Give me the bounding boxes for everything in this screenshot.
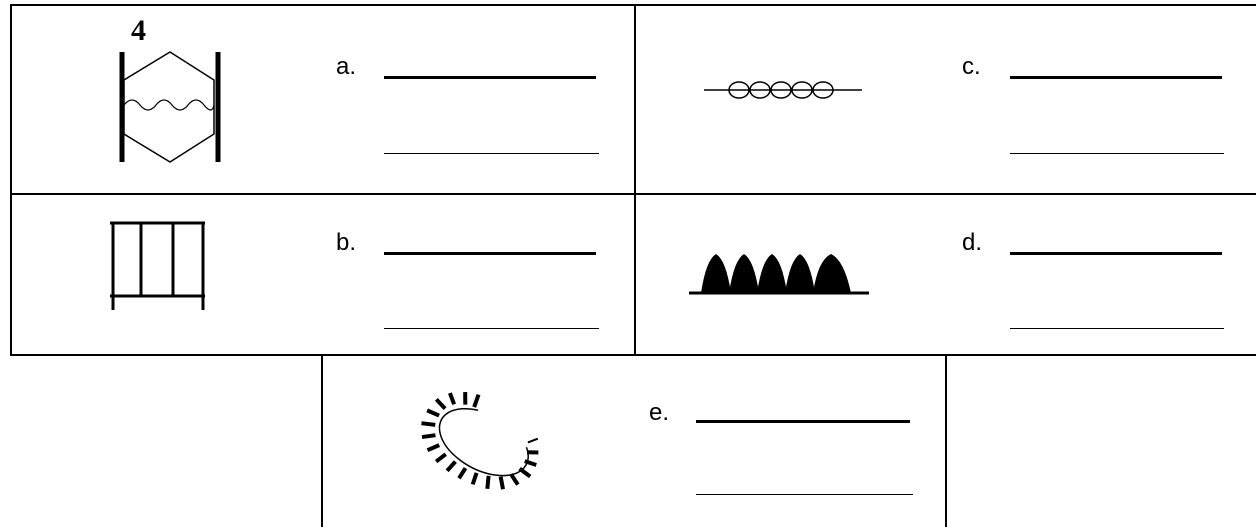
fence-posts-symbol [109, 221, 207, 313]
circles-line-symbol [704, 79, 864, 101]
triangles-line-symbol [689, 252, 871, 296]
item-a-answer-line-2[interactable] [384, 153, 599, 154]
item-d-answer-line-1[interactable] [1010, 252, 1222, 255]
hachured-depression-symbol [405, 382, 555, 504]
table-border-left [10, 4, 12, 356]
hexagon-wave-symbol [115, 48, 225, 166]
item-c-answer-line-2[interactable] [1010, 153, 1224, 154]
item-d-answer-line-2[interactable] [1010, 328, 1224, 329]
item-b-answer-line-1[interactable] [384, 252, 596, 255]
item-a-letter: a. [336, 53, 356, 81]
cell-e-border-right [945, 354, 947, 527]
item-c-answer-line-1[interactable] [1010, 76, 1222, 79]
item-e-letter: e. [649, 399, 669, 427]
table-divider-vertical [634, 4, 636, 356]
table-divider-horizontal [10, 193, 1256, 195]
cell-e-border-left [321, 354, 323, 527]
item-e-answer-line-1[interactable] [696, 420, 910, 423]
item-e-answer-line-2[interactable] [696, 494, 913, 495]
item-b-letter: b. [336, 229, 356, 257]
item-b-answer-line-2[interactable] [384, 328, 599, 329]
symbol-number: 4 [131, 16, 146, 46]
item-a-answer-line-1[interactable] [384, 76, 596, 79]
item-d-letter: d. [962, 229, 982, 257]
item-c-letter: c. [962, 53, 981, 81]
table-border-bottom [10, 354, 1256, 356]
table-border-top [10, 4, 1256, 6]
